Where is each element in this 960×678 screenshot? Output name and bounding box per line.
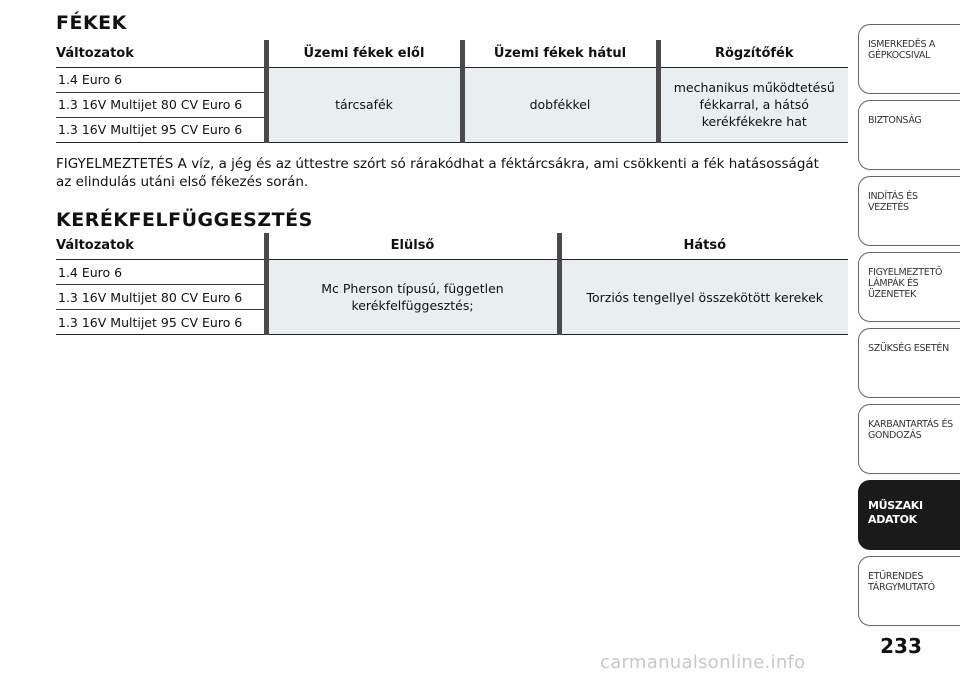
suspension-variant-cell: 1.4 Euro 6 <box>56 259 266 285</box>
suspension-header-rear: Hátsó <box>556 232 848 260</box>
watermark: carmanualsonline.info <box>600 652 806 673</box>
suspension-front-value: Mc Pherson típusú, független kerékfelfüg… <box>263 259 559 335</box>
tab-szukseg[interactable]: SZÜKSÉG ESETÉN <box>858 328 960 398</box>
tab-muszaki-adatok[interactable]: MŰSZAKI ADATOK <box>858 480 960 550</box>
brakes-variant-cell: 1.3 16V Multijet 80 CV Euro 6 <box>56 92 266 118</box>
table-row: 1.3 16V Multijet 80 CV Euro 6 <box>56 92 848 118</box>
brakes-header-variants: Változatok <box>56 40 266 68</box>
table-row: 1.3 16V Multijet 80 CV Euro 6 <box>56 284 848 310</box>
brakes-front-value: tárcsafék <box>263 67 462 143</box>
page-number: 233 <box>880 634 922 658</box>
table-row: 1.4 Euro 6 Mc Pherson típusú, független … <box>56 259 848 335</box>
tab-label: INDÍTÁS ÉS VEZETÉS <box>868 191 918 213</box>
brakes-variant-cell: 1.3 16V Multijet 95 CV Euro 6 <box>56 117 266 143</box>
brakes-rear-value: dobfékkel <box>459 67 658 143</box>
tab-figyelmezteto[interactable]: FIGYELMEZTETŐ LÁMPÁK ÉS ÜZENETEK <box>858 252 960 322</box>
tab-label: SZÜKSÉG ESETÉN <box>868 343 949 354</box>
tab-ismerkedes[interactable]: ISMERKEDÉS A GÉPKOCSIVAL <box>858 24 960 94</box>
tab-label: FIGYELMEZTETŐ LÁMPÁK ÉS ÜZENETEK <box>868 267 943 300</box>
suspension-rear-value: Torziós tengellyel összekötött kerekek <box>556 259 848 335</box>
suspension-header-variants: Változatok <box>56 232 266 260</box>
suspension-header-row: Változatok Elülső Hátsó <box>56 232 848 260</box>
tab-targymutato[interactable]: ETŰRENDES TÁRGYMUTATÓ <box>858 556 960 626</box>
suspension-title: KERÉKFELFÜGGESZTÉS <box>56 208 313 231</box>
brakes-table: Változatok Üzemi fékek elől Üzemi fékek … <box>56 40 848 143</box>
tab-label: BIZTONSÁG <box>868 115 922 126</box>
brakes-header-parking: Rögzítőfék <box>655 40 848 68</box>
tab-inditas[interactable]: INDÍTÁS ÉS VEZETÉS <box>858 176 960 246</box>
suspension-table: Változatok Elülső Hátsó 1.4 Euro 6 Mc Ph… <box>56 232 848 335</box>
tab-label: MŰSZAKI ADATOK <box>868 499 923 526</box>
suspension-variant-cell: 1.3 16V Multijet 80 CV Euro 6 <box>56 284 266 310</box>
table-row: 1.3 16V Multijet 95 CV Euro 6 <box>56 309 848 335</box>
tab-label: ISMERKEDÉS A GÉPKOCSIVAL <box>868 39 936 61</box>
tab-label: KARBANTARTÁS ÉS GONDOZÁS <box>868 419 953 441</box>
suspension-header-front: Elülső <box>263 232 559 260</box>
brakes-header-rear: Üzemi fékek hátul <box>459 40 658 68</box>
brakes-header-row: Változatok Üzemi fékek elől Üzemi fékek … <box>56 40 848 68</box>
page-content: FÉKEK Változatok Üzemi fékek elől Üzemi … <box>56 12 848 335</box>
brakes-variant-cell: 1.4 Euro 6 <box>56 67 266 93</box>
tab-karbantartas[interactable]: KARBANTARTÁS ÉS GONDOZÁS <box>858 404 960 474</box>
suspension-variant-cell: 1.3 16V Multijet 95 CV Euro 6 <box>56 309 266 335</box>
brakes-warning: FIGYELMEZTETÉS A víz, a jég és az úttest… <box>56 155 819 190</box>
table-row: 1.4 Euro 6 tárcsafék dobfékkel mechaniku… <box>56 67 848 143</box>
brakes-parking-value: mechanikus működtetésű fékkarral, a háts… <box>655 67 848 143</box>
tab-label: ETŰRENDES TÁRGYMUTATÓ <box>868 571 935 593</box>
tab-biztonsag[interactable]: BIZTONSÁG <box>858 100 960 170</box>
brakes-header-front: Üzemi fékek elől <box>263 40 462 68</box>
brakes-title: FÉKEK <box>56 12 127 34</box>
table-row: 1.3 16V Multijet 95 CV Euro 6 <box>56 117 848 143</box>
